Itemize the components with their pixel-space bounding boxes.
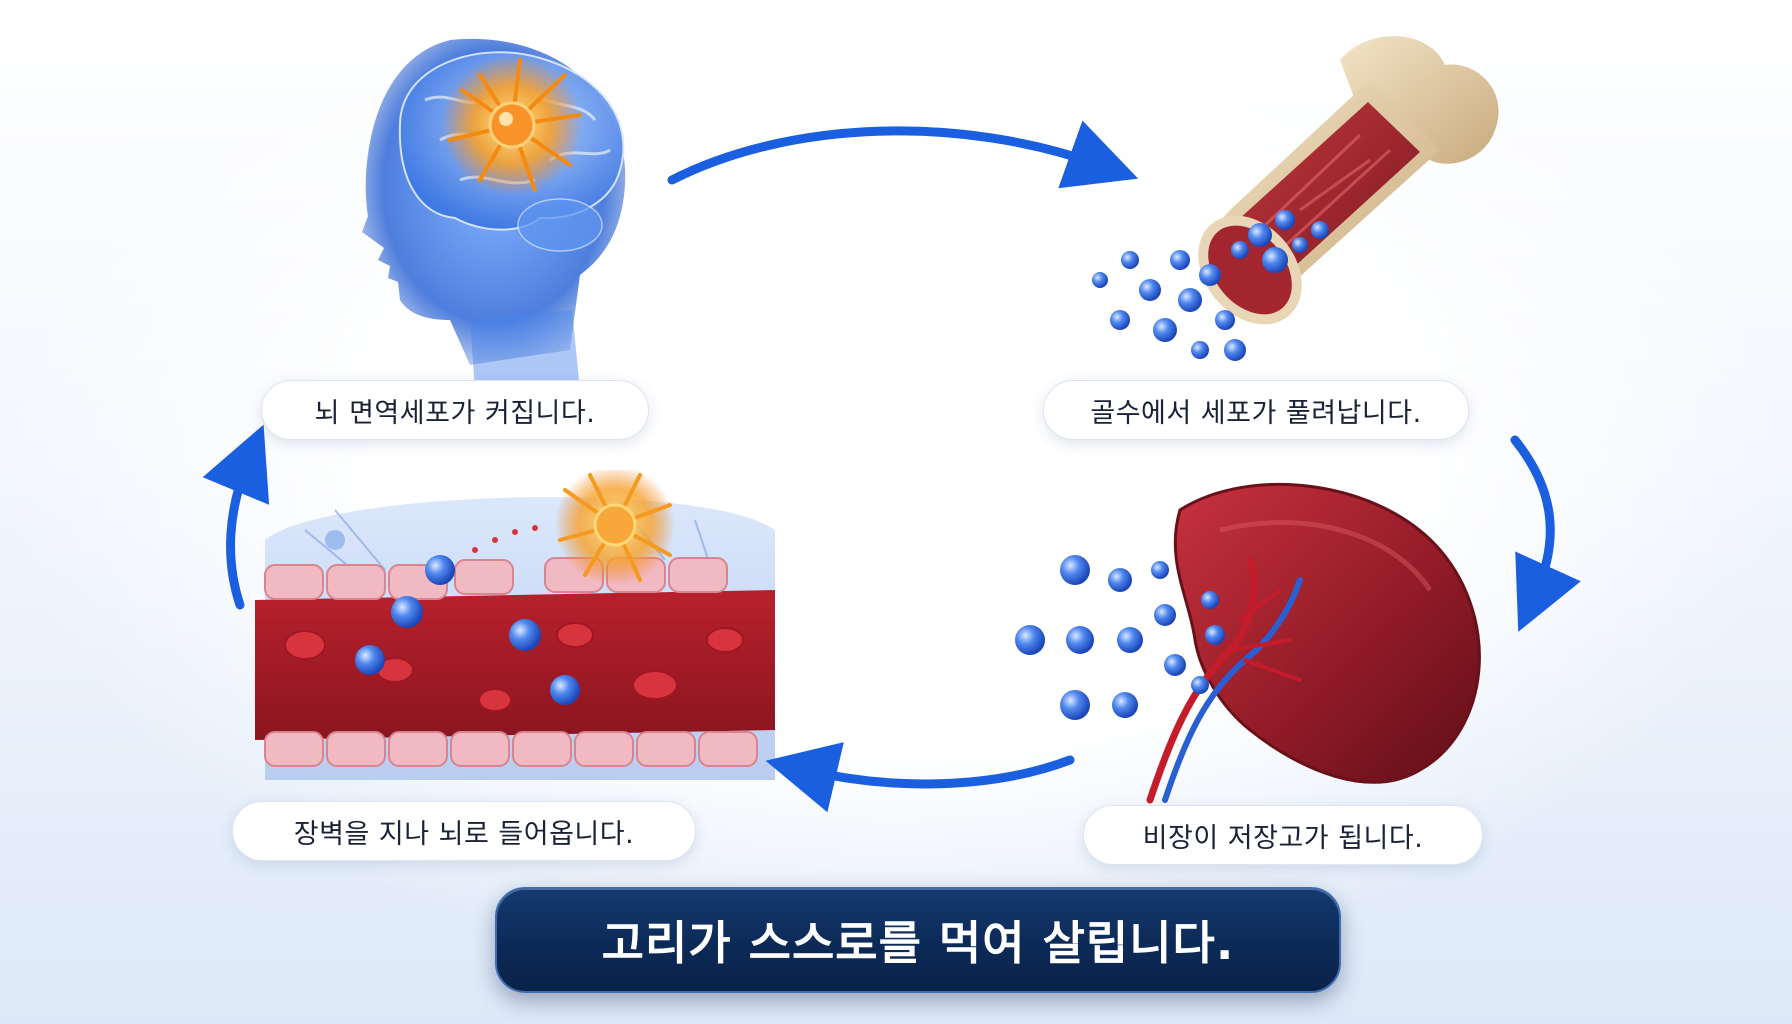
neuron-icon (448, 58, 582, 192)
red-blood-cells (284, 622, 744, 712)
arrow-brain-to-bone (667, 120, 1139, 189)
crossing-immune-cells (355, 555, 580, 705)
microglia-icon (558, 473, 672, 582)
step-label-spleen: 비장이 저장고가 됩니다. (1083, 805, 1483, 865)
spleen-illustration (1015, 482, 1481, 804)
released-cells (1092, 210, 1329, 361)
arrow-bone-to-spleen (1510, 435, 1581, 632)
spleen-vessels (1146, 556, 1303, 804)
arrow-spleen-to-gut (765, 742, 1075, 813)
summary-banner: 고리가 스스로를 먹여 살립니다. (495, 887, 1341, 993)
epithelial-wall (264, 557, 758, 767)
arrow-gut-to-brain (202, 424, 270, 610)
brain-illustration (362, 38, 626, 390)
step-label-gut-wall: 장벽을 지나 뇌로 들어옵니다. (232, 801, 696, 861)
step-label-bone-marrow: 골수에서 세포가 풀려납니다. (1043, 380, 1469, 440)
stored-cells (1015, 555, 1225, 720)
bone-marrow-illustration (1092, 36, 1499, 361)
step-label-brain: 뇌 면역세포가 커집니다. (261, 380, 649, 440)
gut-wall-illustration (255, 470, 775, 780)
